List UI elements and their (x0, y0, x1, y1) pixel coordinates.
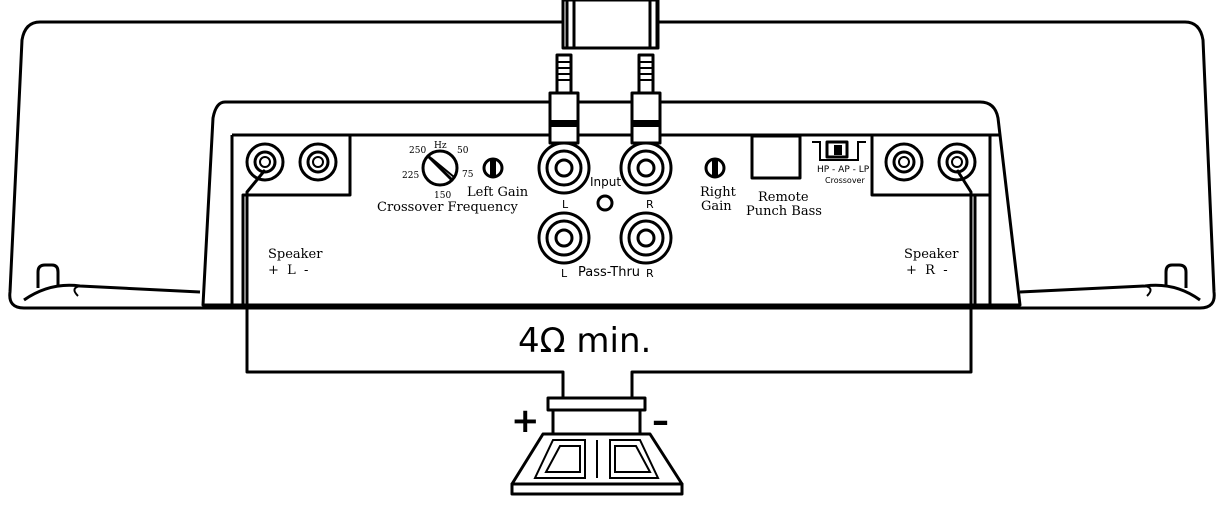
crossover-frequency-knob[interactable] (421, 149, 459, 187)
left-gain-label: Left Gain (467, 185, 529, 200)
right-speaker-terminal-minus[interactable] (937, 142, 977, 182)
left-gain-control[interactable] (482, 157, 504, 179)
input-right-jack[interactable] (619, 141, 673, 195)
right-gain-label-1: Right (700, 185, 737, 200)
freq-250-label: 250 (409, 146, 426, 156)
right-gain-label-2: Gain (701, 199, 732, 214)
speaker-left-title: Speaker (268, 247, 323, 262)
input-r-label: R (646, 198, 654, 211)
input-cables (548, 0, 662, 145)
subwoofer-speaker-icon (510, 396, 684, 496)
crossover-mode-switch[interactable] (812, 140, 866, 161)
passthru-l-label: L (561, 267, 568, 280)
passthru-left-jack[interactable] (537, 211, 591, 265)
speaker-plus-label: + (511, 401, 540, 441)
passthru-label: Pass-Thru (578, 265, 640, 280)
amplifier-chassis (8, 0, 1216, 310)
speaker-minus-label: – (652, 401, 669, 441)
speaker-wires (245, 169, 973, 398)
crossover-mode-sublabel: Crossover (825, 176, 865, 185)
freq-225-label: 225 (402, 171, 419, 181)
passthru-r-label: R (646, 267, 654, 280)
input-left-jack[interactable] (537, 141, 591, 195)
left-speaker-terminal-plus[interactable] (245, 142, 285, 182)
remote-label-2: Punch Bass (746, 204, 822, 219)
left-speaker-terminal-minus[interactable] (298, 142, 338, 182)
remote-label-1: Remote (758, 190, 809, 205)
connector-panel (230, 133, 1000, 305)
right-gain-control[interactable] (704, 157, 726, 179)
input-label: Input (590, 175, 621, 189)
speaker-left-terminals: + L - (268, 263, 308, 278)
remote-punch-bass-port[interactable] (750, 134, 802, 180)
freq-150-label: 150 (434, 191, 451, 201)
impedance-label: 4Ω min. (518, 321, 651, 361)
input-center-indicator (596, 194, 614, 212)
input-l-label: L (562, 198, 569, 211)
crossover-mode-label: HP - AP - LP (817, 165, 870, 175)
freq-50-label: 50 (457, 146, 469, 156)
passthru-right-jack[interactable] (619, 211, 673, 265)
speaker-right-title: Speaker (904, 247, 959, 262)
right-speaker-terminal-plus[interactable] (884, 142, 924, 182)
freq-75-label: 75 (462, 170, 474, 180)
freq-hz-label: Hz (434, 141, 447, 151)
speaker-right-terminals: + R - (906, 263, 948, 278)
crossover-frequency-label: Crossover Frequency (377, 200, 519, 215)
